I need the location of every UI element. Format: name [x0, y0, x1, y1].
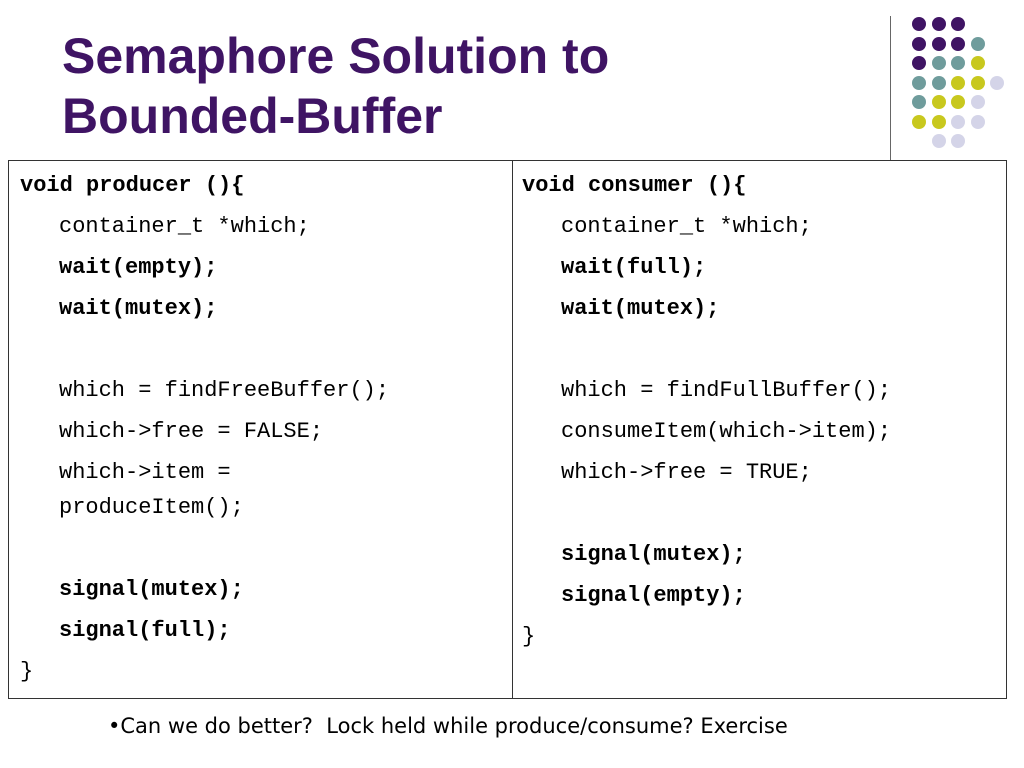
title-line-2: Bounded-Buffer — [62, 88, 443, 144]
decorative-dot — [970, 114, 985, 129]
decorative-dot — [931, 56, 946, 70]
decorative-dot — [912, 17, 926, 31]
decorative-dot — [990, 75, 1004, 90]
decorative-dot — [951, 95, 965, 109]
consumer-signal-empty: signal(empty); — [561, 583, 746, 608]
consumer-consume-item: consumeItem(which->item); — [561, 419, 892, 444]
decorative-dot — [912, 114, 926, 129]
decorative-dot — [931, 95, 946, 109]
decorative-dot — [931, 134, 946, 148]
producer-signal-mutex: signal(mutex); — [59, 577, 244, 602]
decorative-dot — [931, 114, 946, 129]
producer-wait-mutex: wait(mutex); — [59, 296, 218, 321]
producer-signature: void producer (){ — [20, 173, 245, 198]
column-divider — [512, 161, 513, 698]
slide-title: Semaphore Solution to Bounded-Buffer — [62, 26, 609, 146]
footer-note: •Can we do better? Lock held while produ… — [108, 714, 788, 738]
decorative-dot — [912, 36, 926, 51]
decorative-dot — [951, 114, 965, 129]
producer-set-item-line1: which->item = — [59, 460, 231, 485]
producer-set-free: which->free = FALSE; — [59, 419, 324, 444]
producer-set-item-line2: produceItem(); — [59, 495, 244, 520]
code-table: void producer (){ container_t *which; wa… — [8, 160, 1007, 699]
decorative-dot — [951, 134, 965, 148]
consumer-find-buffer: which = findFullBuffer(); — [561, 378, 892, 403]
decorative-dot — [931, 75, 946, 90]
decorative-dot — [912, 75, 926, 90]
producer-declaration: container_t *which; — [59, 214, 310, 239]
title-line-1: Semaphore Solution to — [62, 28, 610, 84]
consumer-wait-mutex: wait(mutex); — [561, 296, 720, 321]
decorative-dot — [951, 36, 965, 51]
producer-find-buffer: which = findFreeBuffer(); — [59, 378, 390, 403]
consumer-wait-full: wait(full); — [561, 255, 707, 280]
decorative-dot — [912, 56, 926, 70]
consumer-declaration: container_t *which; — [561, 214, 812, 239]
consumer-signal-mutex: signal(mutex); — [561, 542, 746, 567]
decorative-dot — [970, 75, 985, 90]
decorative-dot — [951, 17, 965, 31]
decorative-dot — [970, 56, 985, 70]
consumer-signature: void consumer (){ — [522, 173, 747, 198]
producer-wait-empty: wait(empty); — [59, 255, 218, 280]
decorative-dot — [912, 95, 926, 109]
decorative-dot — [951, 56, 965, 70]
decorative-dot — [970, 36, 985, 51]
decorative-divider-line — [890, 16, 891, 186]
consumer-close-brace: } — [522, 624, 536, 649]
decorative-dot — [951, 75, 965, 90]
decorative-dot — [931, 36, 946, 51]
decorative-dot — [970, 95, 985, 109]
consumer-set-free: which->free = TRUE; — [561, 460, 812, 485]
producer-close-brace: } — [20, 659, 34, 684]
decorative-dot — [931, 17, 946, 31]
producer-signal-full: signal(full); — [59, 618, 231, 643]
